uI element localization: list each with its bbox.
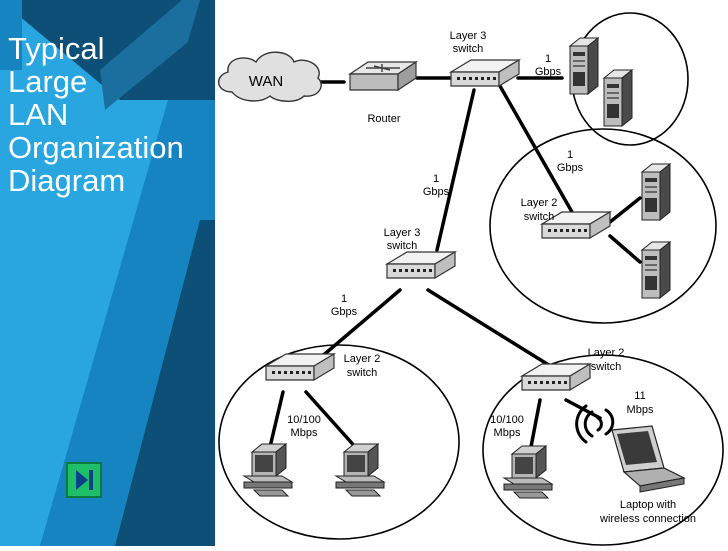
left-switch-label-2: switch: [347, 367, 378, 379]
core-switch-label-1: Layer 3: [450, 30, 487, 42]
switch-icon: [450, 59, 520, 87]
switch-icon: [265, 353, 335, 381]
dist-switch-label-2: switch: [387, 240, 418, 252]
next-slide-button[interactable]: [66, 462, 102, 498]
right-access-speed-2: Mbps: [494, 427, 521, 439]
wireless-speed-1: 11: [634, 390, 645, 402]
laptop-icon: [611, 425, 686, 493]
next-slide-icon: [76, 470, 93, 490]
left-access-speed-2: Mbps: [291, 427, 318, 439]
desktop-pc-icon: [503, 445, 553, 499]
title-line: LAN: [8, 97, 69, 132]
server-icon: [641, 241, 671, 299]
wifi-icon: [575, 404, 615, 444]
title-line: Diagram: [8, 163, 126, 198]
left-decorative-panel: [0, 0, 215, 546]
laptop-caption-2: wireless connection: [599, 513, 696, 525]
router-label: Router: [367, 113, 400, 125]
right-switch-label-1: Layer 2: [588, 347, 625, 359]
title-line: Large: [8, 64, 88, 99]
link-speed-dist-1: 1: [433, 173, 439, 185]
server-icon: [603, 69, 633, 127]
right-lan-ellipse: [482, 354, 724, 546]
wan-label: WAN: [249, 73, 283, 90]
link-speed-left-2: Gbps: [331, 306, 358, 318]
title-line: Typical: [8, 31, 105, 66]
switch-icon: [521, 363, 591, 391]
dist-switch-label-1: Layer 3: [384, 227, 421, 239]
server-segment-ellipse: [489, 128, 717, 324]
link-speed-servers-2: Gbps: [535, 66, 562, 78]
link-speed-servers-1: 1: [545, 53, 551, 65]
slide-title: Typical Large LAN Organization Diagram: [8, 32, 184, 197]
title-line: Organization: [8, 130, 184, 165]
left-access-speed-1: 10/100: [287, 414, 321, 426]
laptop-caption-1: Laptop with: [620, 499, 676, 511]
server-switch-label-1: Layer 2: [521, 197, 558, 209]
server-icon: [641, 163, 671, 221]
cloud-icon: [218, 51, 322, 102]
link-speed-dist-2: Gbps: [423, 186, 450, 198]
right-switch-label-2: switch: [591, 361, 622, 373]
switch-icon: [386, 251, 456, 279]
desktop-pc-icon: [335, 443, 385, 497]
server-icon: [569, 37, 599, 95]
desktop-pc-icon: [243, 443, 293, 497]
left-switch-label-1: Layer 2: [344, 353, 381, 365]
core-switch-label-2: switch: [453, 43, 484, 55]
link-speed-left-1: 1: [341, 293, 347, 305]
wireless-speed-2: Mbps: [627, 404, 654, 416]
left-lan-ellipse: [218, 344, 460, 540]
server-switch-label-2: switch: [524, 211, 555, 223]
link-speed-serverswitch-1: 1: [567, 149, 573, 161]
router-icon: [348, 60, 418, 92]
right-access-speed-1: 10/100: [490, 414, 524, 426]
link-speed-serverswitch-2: Gbps: [557, 162, 584, 174]
